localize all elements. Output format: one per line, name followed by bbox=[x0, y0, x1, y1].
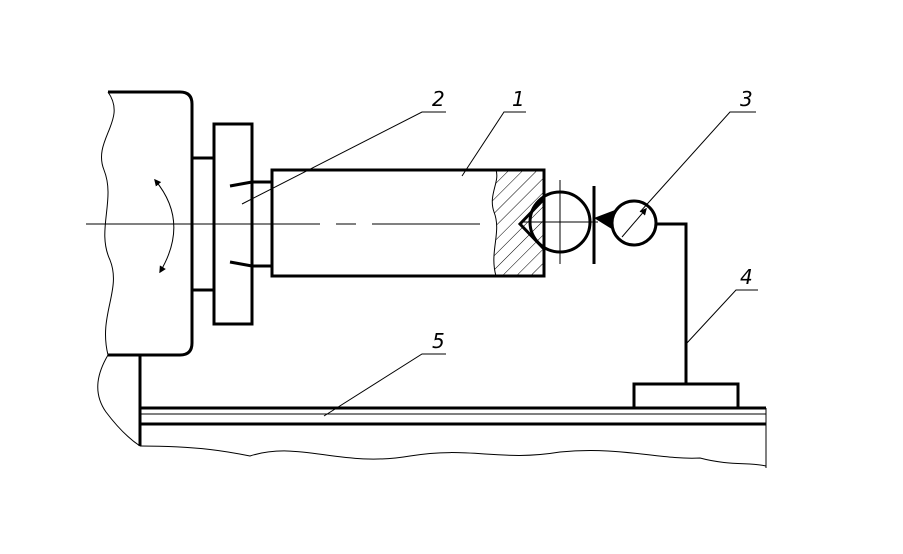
label-part-5: 5 bbox=[432, 329, 445, 353]
leader-lines bbox=[241, 111, 758, 417]
dial-indicator bbox=[592, 186, 658, 264]
rotation-arrow bbox=[154, 178, 175, 274]
indicator-stand bbox=[632, 222, 740, 410]
label-part-4: 4 bbox=[740, 265, 753, 289]
ball-probe bbox=[522, 180, 598, 264]
label-part-3: 3 bbox=[740, 87, 753, 111]
label-part-2: 2 bbox=[432, 87, 445, 111]
workpiece bbox=[270, 168, 546, 278]
lathe-bed bbox=[97, 354, 767, 468]
label-part-1: 1 bbox=[512, 87, 525, 111]
